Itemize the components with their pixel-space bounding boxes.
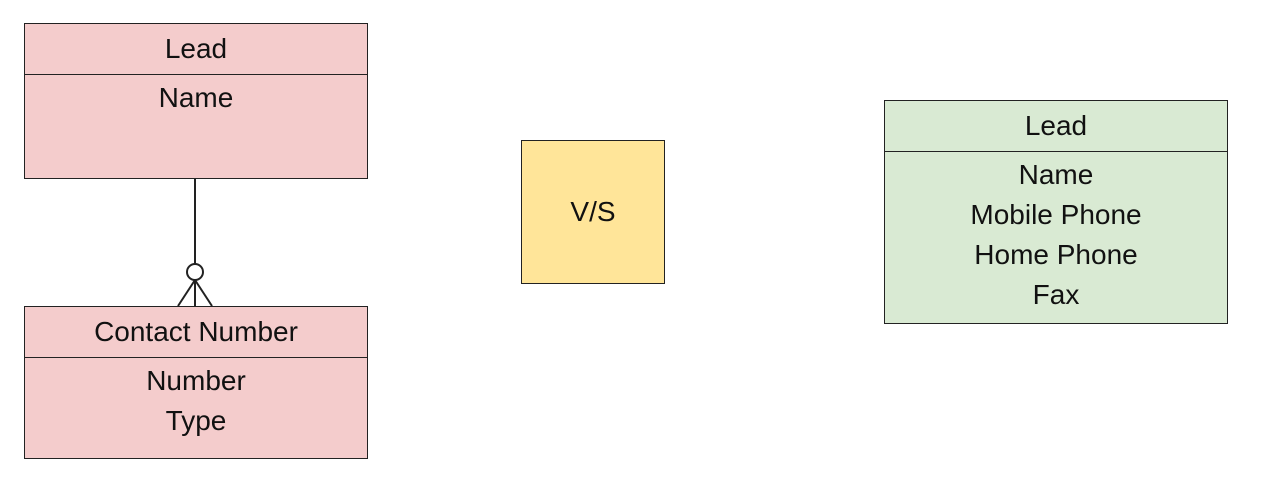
versus-box: V/S (521, 140, 665, 284)
contact-number-entity: Contact Number Number Type (24, 306, 368, 459)
lead-entity-right-title: Lead (885, 101, 1227, 152)
contact-number-entity-title: Contact Number (25, 307, 367, 358)
attribute-fax: Fax (1032, 279, 1080, 310)
lead-entity-right: Lead Name Mobile Phone Home Phone Fax (884, 100, 1228, 324)
lead-entity-left-title: Lead (25, 24, 367, 75)
lead-entity-left: Lead Name (24, 23, 368, 179)
attribute-name: Name (1018, 159, 1094, 190)
contact-number-entity-attributes: Number Type (25, 358, 367, 441)
zero-optional-circle (186, 263, 204, 281)
lead-entity-left-attributes: Name (25, 75, 367, 118)
attribute-number: Number (146, 365, 246, 396)
crows-foot-left (177, 279, 196, 307)
attribute-name: Name (158, 82, 234, 113)
crows-foot-right (194, 279, 213, 307)
lead-entity-right-attributes: Name Mobile Phone Home Phone Fax (885, 152, 1227, 315)
attribute-home-phone: Home Phone (974, 239, 1138, 270)
attribute-mobile-phone: Mobile Phone (970, 199, 1142, 230)
attribute-type: Type (165, 405, 227, 436)
